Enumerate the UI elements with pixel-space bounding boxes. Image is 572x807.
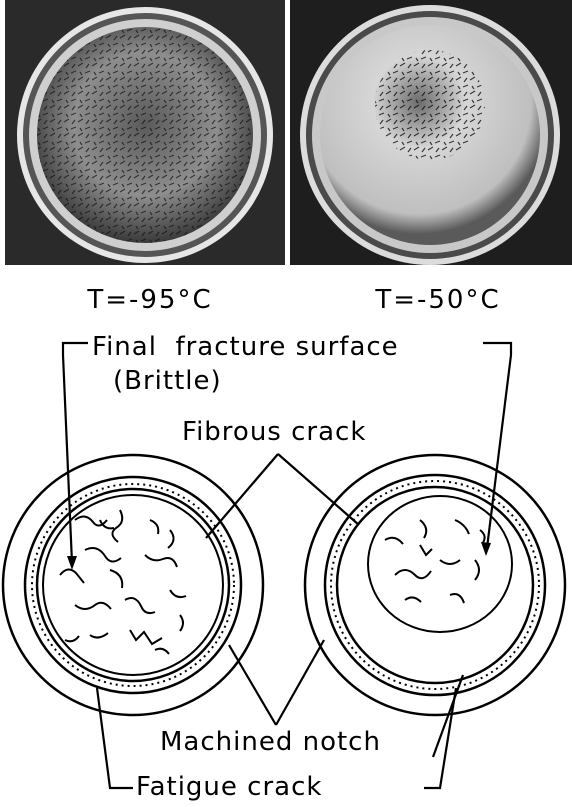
brittle-label: (Brittle)	[113, 366, 222, 396]
photo-high-temperature	[290, 0, 572, 265]
fatigue-crack-label: Fatigue crack	[136, 772, 322, 802]
specimen-diagram-right	[305, 455, 565, 715]
annotation-leader-lines	[63, 343, 511, 788]
temperature-label-right: T=-50°C	[374, 285, 500, 315]
specimen-diagram-left	[3, 455, 263, 715]
machined-notch-label: Machined notch	[160, 727, 381, 757]
final-fracture-label: Final fracture surface	[92, 332, 399, 362]
fibrous-crack-label: Fibrous crack	[182, 417, 366, 447]
photo-low-temperature	[5, 0, 285, 265]
temperature-label-left: T=-95°C	[86, 285, 212, 315]
